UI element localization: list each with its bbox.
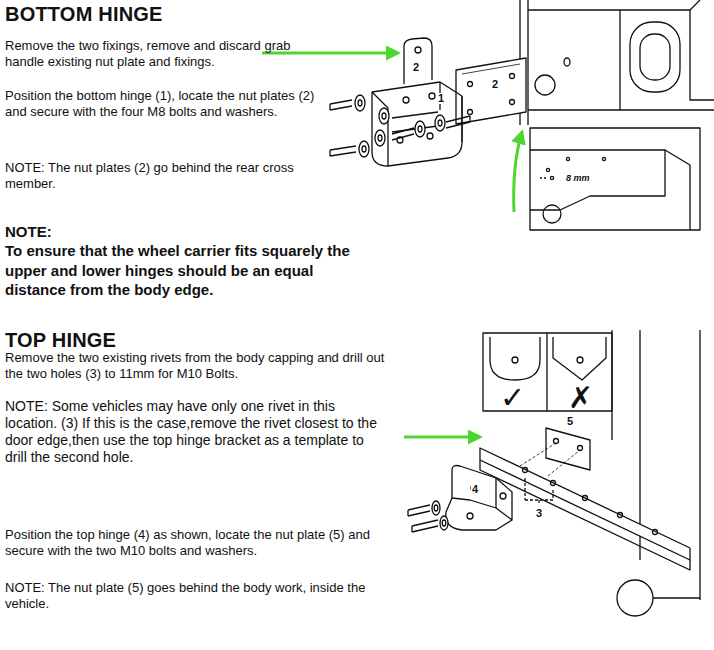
callout-number: 2 — [412, 62, 420, 73]
callout-number: 4 — [471, 484, 479, 495]
callout-number: 2 — [491, 79, 499, 90]
instruction-text: Position the top hinge (4) as shown, loc… — [5, 527, 397, 559]
instruction-text: Remove the two existing rivets from the … — [5, 350, 395, 382]
section-heading: BOTTOM HINGE — [5, 2, 305, 26]
callout-number: 3 — [535, 508, 543, 519]
cross-mark: ✗ — [568, 383, 593, 413]
note-heading: NOTE: — [5, 222, 125, 242]
callout-number: 5 — [566, 416, 574, 427]
instruction-text: Remove the two fixings, remove and disca… — [5, 38, 297, 70]
note-text: NOTE: Some vehicles may have only one ri… — [5, 398, 377, 466]
check-mark: ✓ — [500, 383, 525, 413]
note-text: NOTE: The nut plates (2) go behind the r… — [5, 160, 305, 192]
note-text: NOTE: The nut plate (5) goes behind the … — [5, 580, 395, 612]
section-heading: TOP HINGE — [5, 328, 305, 352]
instruction-text: Position the bottom hinge (1), locate th… — [5, 88, 317, 120]
note-text: To ensure that the wheel carrier fits sq… — [5, 241, 377, 300]
dimension: 8 mm — [566, 174, 590, 183]
callout-number: 1 — [437, 93, 445, 104]
